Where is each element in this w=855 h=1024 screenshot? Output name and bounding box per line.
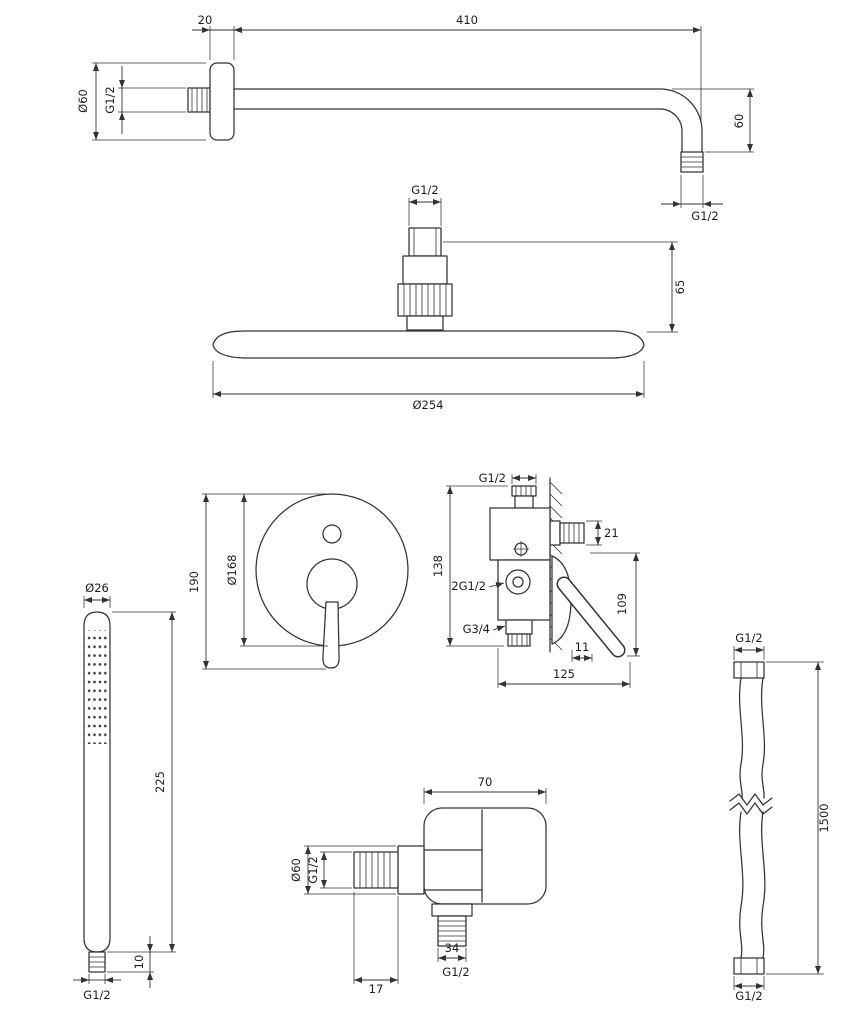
hand-shower-nipple-label: 10 bbox=[132, 955, 146, 970]
mixer-valve-dimensions: G1/2 138 2G1/2 G3/4 21 109 11 125 bbox=[431, 471, 640, 688]
valve-body-height-label: 138 bbox=[431, 555, 445, 577]
hose-length-label: 1500 bbox=[817, 803, 831, 832]
arm-drop-height-label: 60 bbox=[732, 114, 746, 129]
arm-outer-edge bbox=[233, 88, 703, 153]
arm-outlet-thread-label: G1/2 bbox=[691, 209, 718, 223]
overhead-shower-view: G1/2 65 Ø254 bbox=[212, 183, 687, 412]
outlet-flange-diameter-label: Ø60 bbox=[289, 858, 303, 882]
valve-bottom-thread-label: G3/4 bbox=[463, 622, 490, 636]
hand-shower-dimensions: Ø26 225 10 G1/2 bbox=[73, 581, 176, 1002]
wall-outlet-view: 70 Ø60 G1/2 34 G1/2 17 bbox=[289, 775, 547, 996]
outlet-thread-length-label: 17 bbox=[369, 982, 384, 996]
valve-lever-fill bbox=[558, 578, 624, 656]
valve-bottom-thread-ribs bbox=[511, 634, 528, 646]
outlet-wall-thread bbox=[353, 851, 399, 889]
valve-outlet-size-label: 21 bbox=[604, 526, 619, 540]
hose-top-nut bbox=[733, 661, 765, 679]
valve-outlet-thread-ribs bbox=[563, 523, 580, 543]
valve-top-thread-ribs bbox=[515, 486, 532, 496]
hose-right-edge-upper bbox=[760, 677, 766, 799]
valve-inlet-threads-label: 2G1/2 bbox=[451, 579, 486, 593]
mixer-valve-view: G1/2 138 2G1/2 G3/4 21 109 11 125 bbox=[431, 471, 640, 688]
hose-left-edge-lower bbox=[739, 811, 744, 959]
valve-bottom-neck bbox=[505, 619, 533, 635]
shower-arm-dimensions: 20 410 Ø60 G1/2 60 G1/2 bbox=[76, 13, 754, 223]
hose-right-edge-lower bbox=[761, 811, 766, 959]
mixer-trim-view: 190 Ø168 bbox=[187, 493, 409, 670]
spray-nozzle-dots bbox=[87, 630, 107, 744]
valve-bottom-thread bbox=[507, 633, 531, 647]
arm-flange-depth-label: 20 bbox=[198, 13, 213, 27]
outlet-width-label: 70 bbox=[478, 775, 493, 789]
valve-outlet-thread bbox=[559, 522, 585, 544]
hose-break-mark-bottom bbox=[729, 802, 773, 815]
head-joint-body bbox=[402, 255, 448, 285]
hand-shower-length-label: 225 bbox=[153, 771, 167, 793]
valve-inlet-port-bore bbox=[512, 576, 524, 588]
head-inlet-pipe-lines bbox=[413, 228, 437, 256]
outlet-cylinder-lines bbox=[424, 849, 483, 891]
arm-wall-flange bbox=[209, 62, 235, 141]
outlet-wall-thread-ribs bbox=[359, 852, 391, 888]
head-collar bbox=[406, 315, 444, 331]
hand-shower-thread-label: G1/2 bbox=[83, 988, 110, 1002]
valve-top-neck bbox=[514, 495, 534, 509]
mixer-trim-dimensions: 190 Ø168 bbox=[187, 493, 328, 670]
arm-wall-thread-label: G1/2 bbox=[103, 86, 117, 113]
head-connector-height-label: 65 bbox=[673, 280, 687, 295]
valve-top-thread-label: G1/2 bbox=[479, 471, 506, 485]
arm-wall-thread-ribs bbox=[191, 88, 208, 112]
trim-plate-diameter-label: Ø168 bbox=[225, 554, 239, 585]
hose-left-edge-upper bbox=[738, 677, 744, 799]
outlet-collar bbox=[397, 845, 425, 895]
valve-total-width-label: 125 bbox=[553, 667, 575, 681]
outlet-offset-label: 34 bbox=[445, 941, 460, 955]
head-joint-nut-ribs bbox=[403, 284, 447, 316]
overhead-shower-dimensions: G1/2 65 Ø254 bbox=[212, 183, 687, 412]
outlet-bottom-thread-label: G1/2 bbox=[442, 965, 469, 979]
shower-head-disc bbox=[212, 330, 645, 359]
arm-outlet-thread-ribs bbox=[681, 156, 703, 168]
valve-lever-offset-label: 11 bbox=[575, 640, 590, 654]
shower-hose-view: G1/2 1500 G1/2 bbox=[729, 631, 831, 1003]
hose-break-mark-top bbox=[729, 793, 773, 806]
hose-top-thread-label: G1/2 bbox=[735, 631, 762, 645]
outlet-bottom-collar bbox=[431, 903, 473, 917]
shower-arm-view: 20 410 Ø60 G1/2 60 G1/2 bbox=[76, 13, 754, 223]
outlet-wall-thread-label: G1/2 bbox=[306, 856, 320, 883]
hose-top-nut-ribs bbox=[740, 662, 758, 678]
hand-shower-view: Ø26 225 10 G1/2 bbox=[73, 581, 176, 1002]
hand-shower-diameter-label: Ø26 bbox=[85, 581, 109, 595]
valve-screw-cross bbox=[513, 541, 529, 557]
arm-flange-diameter-label: Ø60 bbox=[76, 89, 90, 113]
hose-dimensions: G1/2 1500 G1/2 bbox=[733, 631, 831, 1003]
lever-handle bbox=[322, 601, 340, 669]
hand-shower-nipple-ribs bbox=[89, 956, 105, 968]
valve-handle-drop-label: 109 bbox=[615, 593, 629, 615]
outlet-bottom-thread-ribs bbox=[438, 920, 466, 942]
head-inlet-thread-label: G1/2 bbox=[411, 183, 438, 197]
hose-bottom-thread-label: G1/2 bbox=[735, 989, 762, 1003]
valve-wall-sleeve bbox=[549, 520, 561, 546]
hose-bottom-nut bbox=[733, 957, 765, 975]
diverter-knob bbox=[322, 524, 342, 544]
head-joint-nut bbox=[397, 283, 453, 317]
wall-outlet-dimensions: 70 Ø60 G1/2 34 G1/2 17 bbox=[289, 775, 547, 996]
arm-length-label: 410 bbox=[456, 13, 478, 27]
valve-inlet-port bbox=[505, 569, 531, 595]
arm-inner-edge bbox=[233, 108, 683, 153]
head-diameter-label: Ø254 bbox=[412, 398, 443, 412]
trim-total-height-label: 190 bbox=[187, 571, 201, 593]
hose-bottom-nut-ribs bbox=[740, 958, 758, 974]
